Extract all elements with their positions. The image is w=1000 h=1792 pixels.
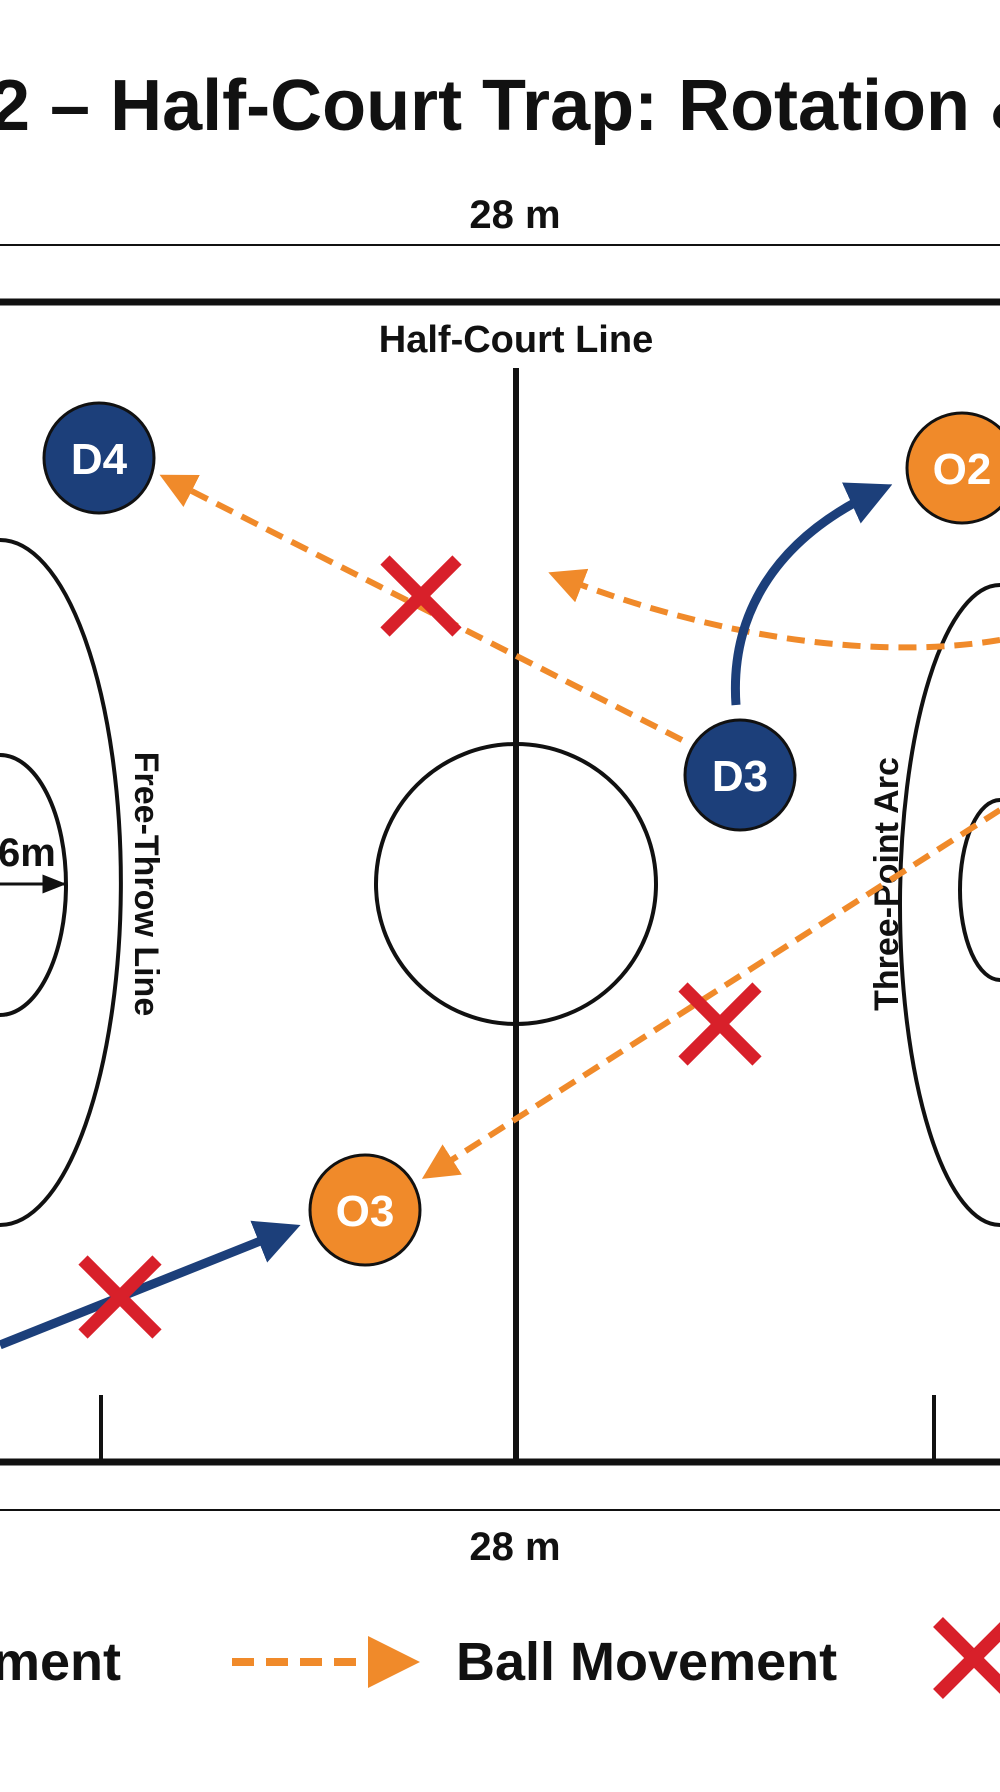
half-court-line-label: Half-Court Line — [379, 319, 653, 361]
dimension-label-top: 28 m — [469, 193, 560, 237]
player-d4: D4 — [42, 401, 156, 515]
player-path-d3-to-o2 — [730, 482, 893, 706]
legend-ball-movement-arrowhead — [368, 1636, 420, 1688]
intercept-x-mark-2 — [678, 982, 762, 1066]
legend-player-movement-label: ment — [0, 1632, 121, 1692]
radius-label: 6m — [0, 831, 56, 875]
intercept-x-mark-1 — [380, 555, 462, 637]
ball-path-right-to-center — [548, 568, 1000, 651]
player-o3: O3 — [308, 1153, 422, 1267]
dimension-label-bottom: 28 m — [469, 1525, 560, 1569]
legend-ball-movement-label: Ball Movement — [456, 1632, 837, 1692]
right-three-point-arc — [898, 583, 1000, 1227]
player-d3: D3 — [683, 718, 797, 832]
legend-intercept-x-icon — [933, 1617, 1000, 1699]
player-d3-label: D3 — [712, 752, 768, 801]
free-throw-line-label: Free-Throw Line — [127, 752, 165, 1016]
player-o3-label: O3 — [336, 1187, 395, 1236]
player-o2: O2 — [905, 411, 1000, 525]
intercept-x-mark-3 — [78, 1255, 162, 1339]
player-d4-label: D4 — [71, 435, 128, 484]
left-three-point-arc — [0, 538, 123, 1227]
center-circle — [374, 742, 658, 1026]
legend: ment Ball Movement — [0, 1617, 1000, 1699]
ball-path-to-o3 — [421, 807, 1000, 1179]
right-inner-circle — [958, 798, 1000, 982]
player-o2-label: O2 — [933, 445, 992, 494]
three-point-arc-label: Three-Point Arc — [868, 757, 906, 1011]
page-title: 2 – Half-Court Trap: Rotation & — [0, 66, 1000, 146]
ball-path-d3-to-d4 — [159, 474, 684, 743]
player-path-to-o3 — [0, 1220, 301, 1350]
